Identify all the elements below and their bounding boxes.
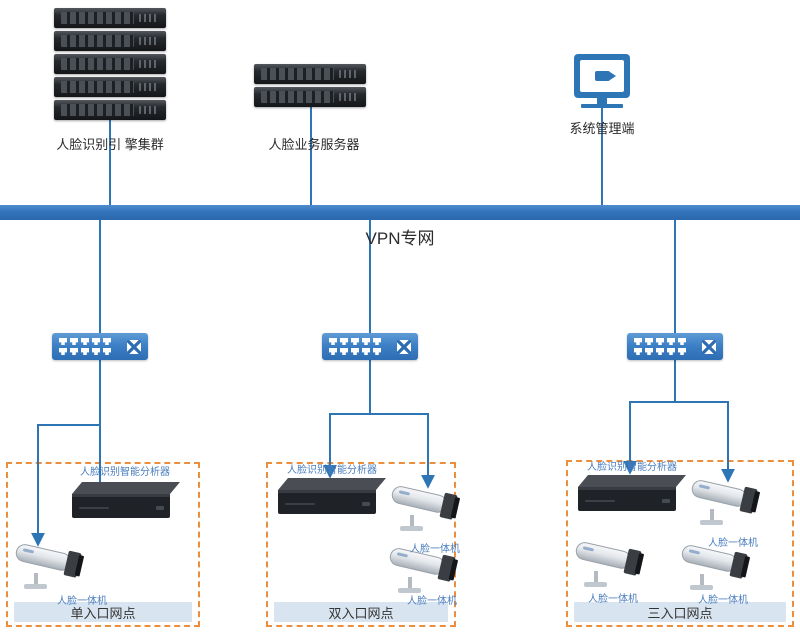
video-camera-icon bbox=[594, 71, 616, 81]
site-name-strip: 双入口网点 bbox=[274, 602, 448, 622]
rack-server-icon bbox=[254, 87, 366, 107]
ethernet-port-icon bbox=[667, 338, 675, 345]
ethernet-port-icon bbox=[103, 338, 111, 345]
camera-label: 人脸一体机 bbox=[698, 595, 748, 606]
ethernet-port-icon bbox=[81, 338, 89, 345]
ethernet-port-icon bbox=[645, 348, 653, 355]
ethernet-port-icon bbox=[70, 338, 78, 345]
face-camera-icon bbox=[391, 486, 460, 531]
face-camera-icon bbox=[389, 548, 458, 593]
monitor-base bbox=[581, 104, 623, 108]
ethernet-port-icon bbox=[645, 338, 653, 345]
face-camera-icon bbox=[691, 480, 760, 525]
monitor-stand bbox=[597, 98, 607, 104]
rack-server-icon bbox=[54, 31, 166, 51]
ethernet-port-icon bbox=[373, 338, 381, 345]
monitor-screen bbox=[580, 60, 624, 92]
switch-x-icon bbox=[397, 339, 411, 354]
ethernet-port-icon bbox=[351, 338, 359, 345]
rack-server-icon bbox=[54, 54, 166, 74]
ethernet-port-icon bbox=[59, 338, 67, 345]
face-camera-icon bbox=[681, 545, 750, 590]
site-name-strip: 单入口网点 bbox=[14, 602, 192, 622]
camera-label: 人脸一体机 bbox=[57, 596, 107, 607]
switch-x-icon bbox=[702, 339, 716, 354]
ethernet-port-icon bbox=[667, 348, 675, 355]
face-recognition-engine-cluster bbox=[54, 8, 166, 123]
ethernet-port-icon bbox=[634, 338, 642, 345]
admin-terminal bbox=[560, 54, 644, 108]
ethernet-port-icon bbox=[92, 338, 100, 345]
ethernet-port-icon bbox=[373, 348, 381, 355]
switch-x-icon bbox=[127, 339, 141, 354]
ethernet-port-icon bbox=[678, 338, 686, 345]
ethernet-port-icon bbox=[656, 348, 664, 355]
camera-label: 人脸一体机 bbox=[708, 538, 758, 549]
ethernet-port-icon bbox=[59, 348, 67, 355]
ethernet-port-icon bbox=[678, 348, 686, 355]
business-server-label: 人脸业务服务器 bbox=[268, 137, 360, 152]
admin-label: 系统管理端 bbox=[569, 121, 635, 136]
face-analyzer-device bbox=[72, 482, 180, 518]
camera-label: 人脸一体机 bbox=[407, 596, 457, 607]
ethernet-port-icon bbox=[362, 338, 370, 345]
ethernet-port-icon bbox=[634, 348, 642, 355]
switch-ports bbox=[329, 338, 381, 355]
ethernet-port-icon bbox=[92, 348, 100, 355]
analyzer-label: 人脸识别智能分析器 bbox=[80, 467, 170, 478]
face-camera-icon bbox=[575, 542, 644, 587]
rack-server-icon bbox=[54, 8, 166, 28]
face-camera-icon bbox=[15, 544, 84, 589]
ethernet-port-icon bbox=[103, 348, 111, 355]
camera-label: 人脸一体机 bbox=[588, 594, 638, 605]
face-business-server bbox=[254, 64, 366, 110]
ethernet-port-icon bbox=[340, 348, 348, 355]
vpn-network-bar bbox=[0, 205, 800, 220]
ethernet-port-icon bbox=[351, 348, 359, 355]
camera-label: 人脸一体机 bbox=[410, 544, 460, 555]
face-analyzer-device bbox=[578, 475, 686, 511]
ethernet-port-icon bbox=[81, 348, 89, 355]
analyzer-label: 人脸识别智能分析器 bbox=[587, 462, 677, 473]
site-name-strip: 三入口网点 bbox=[574, 602, 786, 622]
vpn-label: VPN专网 bbox=[365, 229, 435, 248]
rack-server-icon bbox=[54, 77, 166, 97]
rack-server-icon bbox=[254, 64, 366, 84]
face-analyzer-device bbox=[278, 478, 386, 514]
ethernet-port-icon bbox=[362, 348, 370, 355]
switch-ports bbox=[634, 338, 686, 355]
ethernet-port-icon bbox=[340, 338, 348, 345]
network-switch-1 bbox=[52, 333, 148, 360]
cluster-label: 人脸识别引 擎集群 bbox=[56, 137, 164, 152]
ethernet-port-icon bbox=[329, 338, 337, 345]
rack-server-icon bbox=[54, 100, 166, 120]
network-switch-3 bbox=[627, 333, 723, 360]
switch-ports bbox=[59, 338, 111, 355]
network-switch-2 bbox=[322, 333, 418, 360]
ethernet-port-icon bbox=[70, 348, 78, 355]
monitor-icon bbox=[574, 54, 630, 98]
ethernet-port-icon bbox=[656, 338, 664, 345]
analyzer-label: 人脸识别智能分析器 bbox=[287, 465, 377, 476]
ethernet-port-icon bbox=[329, 348, 337, 355]
